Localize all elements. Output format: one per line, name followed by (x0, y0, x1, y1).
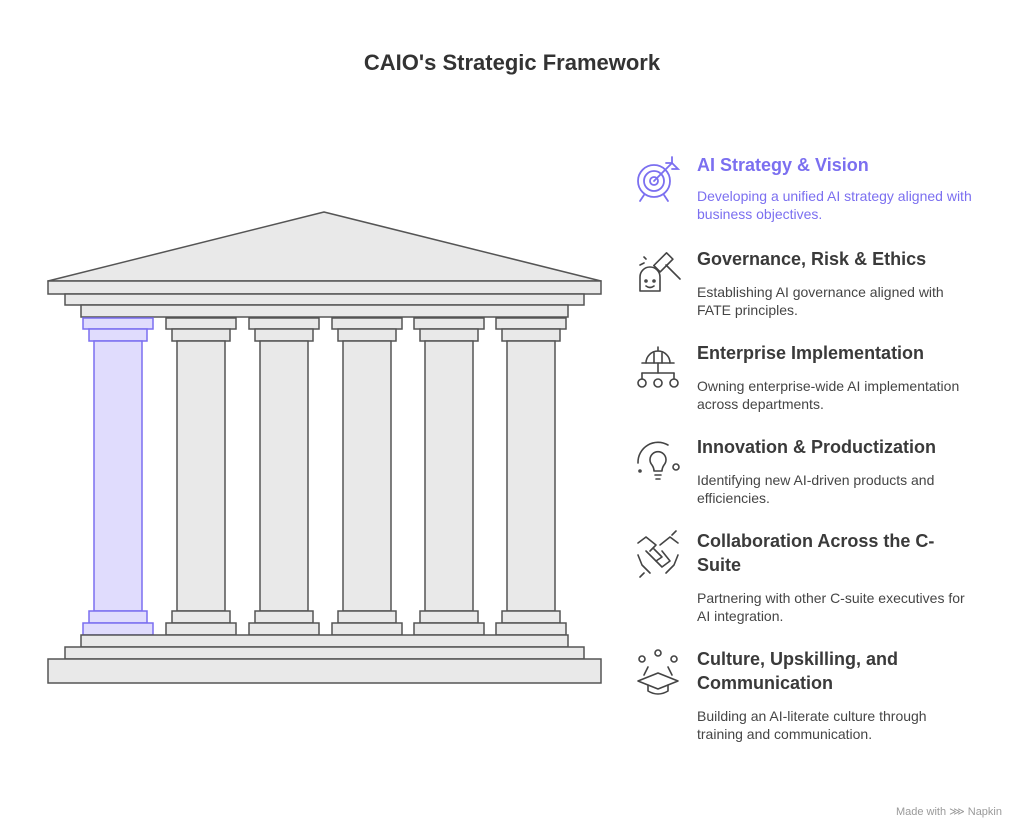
item-title: AI Strategy & Vision (697, 155, 869, 175)
pillar-shaft (93, 340, 143, 612)
pillar-base (88, 610, 148, 624)
pillar-culture (495, 317, 567, 636)
pillar-shaft (176, 340, 226, 612)
item-title: Collaboration Across the C-Suite (697, 531, 935, 575)
pillar-plinth (495, 622, 567, 636)
item-description: Building an AI-literate culture through … (697, 708, 927, 742)
pillar-capital (88, 328, 148, 342)
pillar-capital-top (331, 317, 403, 330)
item-description: Developing a unified AI strategy aligned… (697, 188, 972, 222)
handshake-icon (637, 530, 679, 578)
temple-roof (47, 211, 602, 295)
lightbulb-icon (637, 441, 680, 480)
pillar-base (501, 610, 561, 624)
made-with-credit: Made with⋙Napkin (896, 805, 1002, 818)
pillar-base (337, 610, 397, 624)
pillar-ai-strategy (82, 317, 154, 636)
item-title: Governance, Risk & Ethics (697, 249, 927, 269)
pillar-plinth (331, 622, 403, 636)
network-icon (637, 346, 679, 388)
item-description: Owning enterprise-wide AI implementation… (697, 378, 960, 412)
pillar-base (419, 610, 479, 624)
item-title: Enterprise Implementation (697, 343, 925, 363)
temple-base (47, 634, 602, 684)
pillar-shaft (506, 340, 556, 612)
pillar-capital-top (495, 317, 567, 330)
page-title: CAIO's Strategic Framework (363, 50, 661, 75)
pillar-capital (501, 328, 561, 342)
item-description: Partnering with other C-suite executives… (697, 590, 965, 624)
pillar-capital-top (413, 317, 485, 330)
pillar-capital (419, 328, 479, 342)
pillar-plinth (82, 622, 154, 636)
pillar-base (171, 610, 231, 624)
gavel-icon (639, 252, 681, 292)
item-description: Identifying new AI-driven products and e… (697, 472, 935, 506)
pillar-shaft (424, 340, 474, 612)
pillar-governance (165, 317, 237, 636)
temple-entablature (64, 293, 585, 318)
pillar-shaft (342, 340, 392, 612)
pillar-capital (254, 328, 314, 342)
graduation-cap-icon (637, 649, 679, 695)
pillar-innovation (331, 317, 403, 636)
pillar-capital (171, 328, 231, 342)
napkin-logo-icon: ⋙ (949, 806, 965, 818)
pillar-collaboration (413, 317, 485, 636)
napkin-brand: Napkin (967, 806, 1002, 818)
pillar-implementation (248, 317, 320, 636)
pillar-capital (337, 328, 397, 342)
target-icon (637, 156, 681, 202)
item-description: Establishing AI governance aligned with … (697, 284, 944, 318)
pillar-capital-top (165, 317, 237, 330)
item-title: Culture, Upskilling, and Communication (697, 649, 899, 693)
pillar-capital-top (248, 317, 320, 330)
made-with-label: Made with (895, 806, 947, 818)
pillar-plinth (248, 622, 320, 636)
pillar-base (254, 610, 314, 624)
pillar-plinth (165, 622, 237, 636)
pillar-shaft (259, 340, 309, 612)
item-title: Innovation & Productization (697, 437, 936, 457)
pillar-capital-top (82, 317, 154, 330)
pillar-plinth (413, 622, 485, 636)
temple-diagram (47, 211, 602, 684)
